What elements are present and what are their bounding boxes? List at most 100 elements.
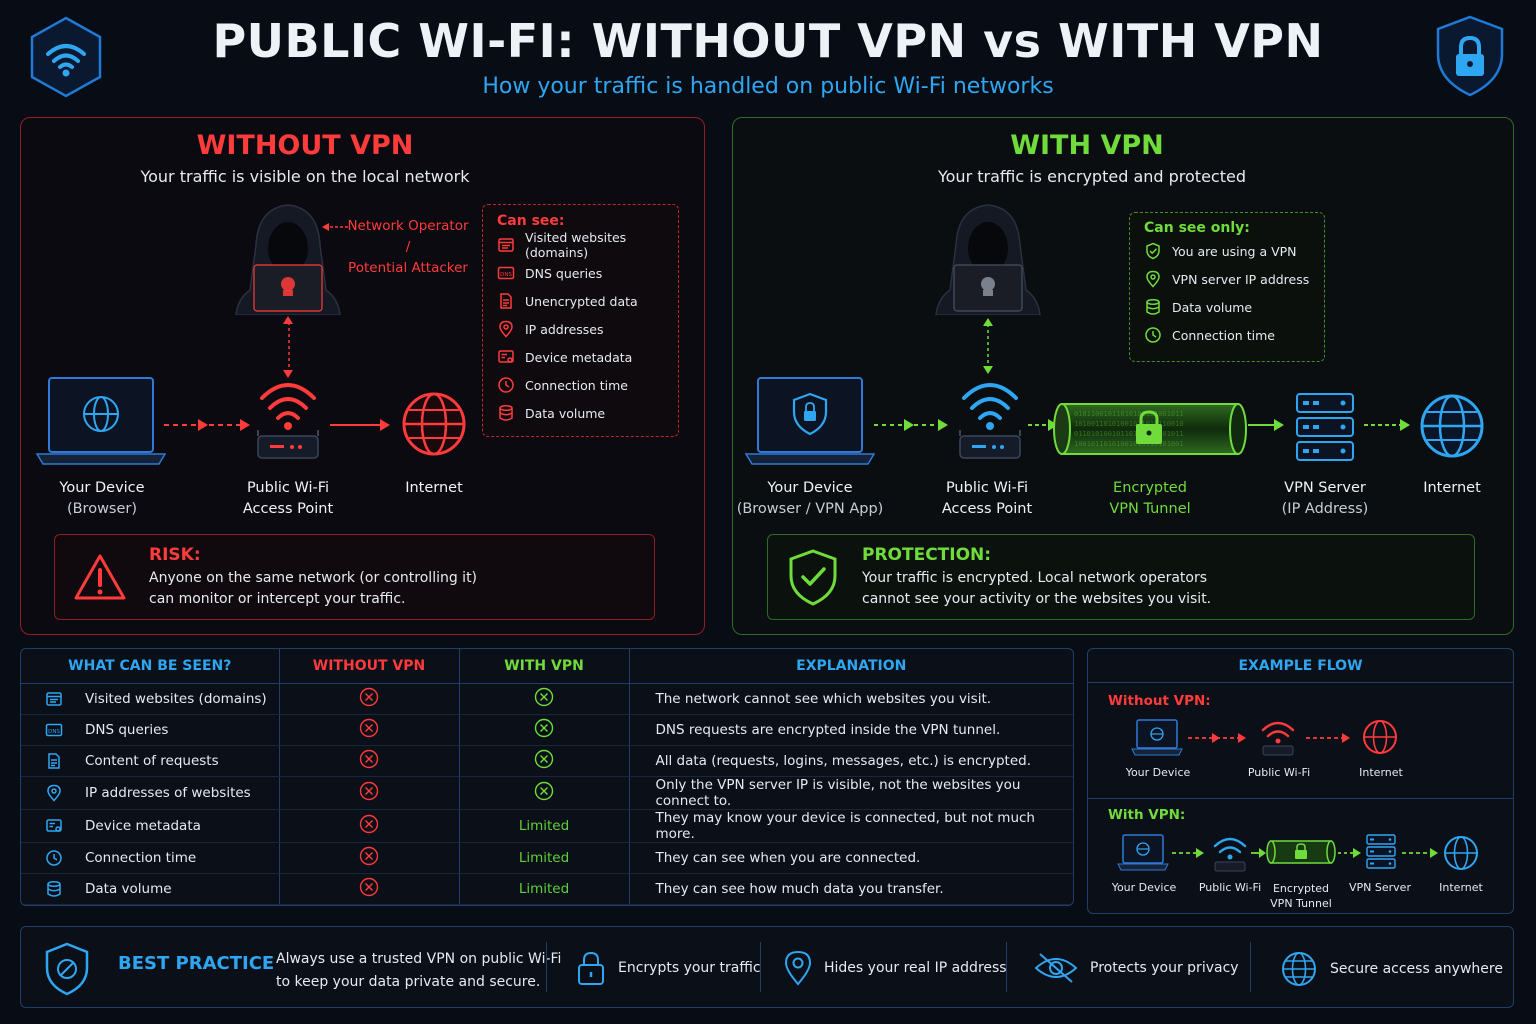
limited-badge: Limited: [518, 849, 570, 866]
example-arrow-green-2-icon: [1250, 847, 1268, 859]
example-divider: [1088, 798, 1513, 799]
protection-box: PROTECTION: Your traffic is encrypted. L…: [767, 534, 1475, 620]
best-practice-text-2: to keep your data private and secure.: [276, 974, 541, 990]
row-without: [279, 873, 460, 905]
without-device-sub: (Browser): [66, 501, 138, 517]
with-vpn-title: WITH VPN: [1010, 130, 1164, 161]
clock-icon: [1145, 327, 1161, 343]
without-can-see-item: Unencrypted data: [497, 287, 678, 315]
example-arrow-green-3-icon: [1337, 847, 1363, 859]
row-explanation: All data (requests, logins, messages, et…: [629, 745, 1073, 777]
limited-badge: Limited: [518, 817, 570, 834]
without-vpn-title: WITHOUT VPN: [196, 130, 414, 161]
globe-red-icon: [400, 390, 468, 458]
row-item: Content of requests: [21, 745, 280, 777]
with-server-name: VPN Server: [1284, 480, 1366, 496]
example-laptop-blue-icon: [1117, 833, 1169, 873]
without-can-see-item-label: Unencrypted data: [525, 293, 638, 309]
lock-icon: [578, 951, 604, 985]
location-icon: [499, 320, 513, 338]
x-circle-red-icon: [359, 814, 379, 833]
with-can-see-item: Data volume: [1144, 293, 1324, 321]
svg-text:10010110101001010110101001: 10010110101001010110101001: [1074, 440, 1184, 448]
without-can-see-item: IP addresses: [497, 315, 678, 343]
table-row: Content of requests All data (requests, l…: [21, 745, 1073, 777]
row-with: [459, 745, 630, 777]
without-vpn-subtitle: Your traffic is visible on the local net…: [140, 167, 470, 186]
with-can-see-item-label: Connection time: [1172, 327, 1275, 343]
row-explanation: Only the VPN server IP is visible, not t…: [629, 776, 1073, 810]
location-icon: [1146, 270, 1160, 288]
without-device-name: Your Device: [59, 480, 145, 496]
shield-slash-icon: [44, 942, 90, 996]
bp-item-hides-ip: Hides your real IP address: [784, 950, 1007, 986]
with-device-label: Your Device(Browser / VPN App): [730, 478, 890, 520]
without-ap-name-1: Public Wi-Fi: [246, 480, 330, 496]
x-circle-red-icon: [359, 877, 379, 896]
without-can-see-item-label: IP addresses: [525, 321, 604, 337]
x-circle-green-icon: [534, 749, 554, 768]
example-arrow-red-2-icon: [1304, 732, 1352, 744]
row-with: Limited: [459, 873, 630, 905]
bp-item-privacy-label: Protects your privacy: [1090, 960, 1239, 976]
row-with: Limited: [459, 842, 630, 874]
best-practice-bar: [20, 926, 1514, 1008]
risk-text-1: Anyone on the same network (or controlli…: [149, 569, 478, 586]
row-item: Device metadata: [21, 809, 280, 843]
row-item: Connection time: [21, 842, 280, 874]
document-icon: [48, 752, 60, 769]
attacker-label-line-2: Potential Attacker: [348, 260, 468, 276]
without-internet-label: Internet: [405, 480, 463, 496]
bp-separator-4: [1250, 942, 1251, 992]
limited-badge: Limited: [518, 880, 570, 897]
with-server-sub: (IP Address): [1281, 501, 1369, 517]
row-without: [279, 776, 460, 810]
browser-icon: [498, 238, 514, 252]
without-can-see-item: Data volume: [497, 399, 678, 427]
bp-item-encrypts-label: Encrypts your traffic: [618, 960, 761, 976]
globe-icon: [1282, 952, 1316, 986]
best-practice-text-1: Always use a trusted VPN on public Wi-Fi: [276, 951, 562, 967]
wifi-router-blue-icon: [952, 376, 1028, 464]
row-item-label: Device metadata: [85, 817, 201, 834]
table-row: Visited websites (domains)The network ca…: [21, 683, 1073, 715]
row-item-label: Data volume: [85, 880, 172, 897]
row-with: [459, 776, 630, 810]
svg-text:01101010010110101101001011: 01101010010110101101001011: [1074, 430, 1184, 438]
page-title: PUBLIC WI-FI: WITHOUT VPN vs WITH VPN: [212, 14, 1324, 68]
globe-blue-icon: [1418, 392, 1486, 460]
example-wifi-blue-icon: [1210, 832, 1250, 872]
with-tunnel-name-1: Encrypted: [1113, 480, 1187, 496]
arrow-up-red-icon: [281, 316, 295, 378]
page-subtitle: How your traffic is handled on public Wi…: [482, 74, 1054, 99]
document-icon: [500, 293, 512, 309]
example-with-node-5: Internet: [1439, 881, 1483, 894]
row-item-label: Visited websites (domains): [85, 690, 267, 707]
example-with-node-3-line-2: VPN Tunnel: [1270, 897, 1332, 910]
with-can-see-item: Connection time: [1144, 321, 1324, 349]
with-server-label: VPN Server (IP Address): [1260, 478, 1390, 520]
arrow-device-to-ap-green-icon: [872, 418, 950, 432]
arrow-ap-to-tunnel-icon: [1026, 418, 1060, 432]
arrow-ap-to-internet-red-icon: [328, 418, 392, 432]
database-icon: [47, 880, 61, 897]
warning-triangle-icon: [73, 553, 127, 601]
example-arrow-green-1-icon: [1170, 847, 1206, 859]
with-can-see-item-label: You are using a VPN: [1172, 243, 1297, 259]
example-tunnel-icon: [1266, 839, 1336, 865]
with-device-sub: (Browser / VPN App): [736, 501, 884, 517]
without-can-see-item: Visited websites (domains): [497, 230, 678, 260]
row-without: [279, 714, 460, 746]
attacker-label-line-1: Network Operator /: [347, 218, 469, 255]
browser-icon: [46, 691, 62, 706]
example-with-node-2: Public Wi-Fi: [1198, 881, 1262, 894]
